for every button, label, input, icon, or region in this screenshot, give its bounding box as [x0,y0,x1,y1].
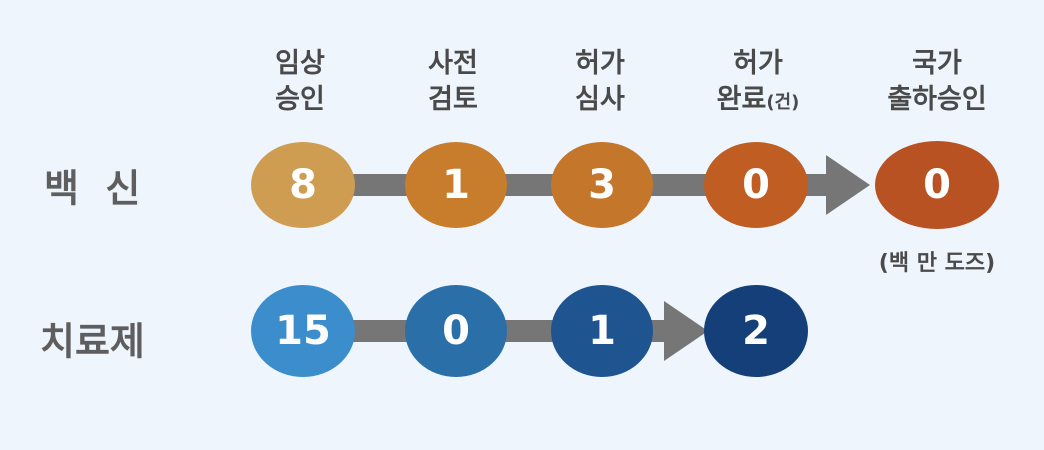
row-label-vaccine: 백 신 [44,166,141,211]
column-header-approval-complete: 허가 완료(건) [716,48,800,115]
column-header-approval-review: 허가 심사 [575,48,625,115]
therapeutic-arrowhead [664,301,708,361]
vaccine-unit-note: (백 만 도즈) [878,251,996,276]
column-header-national-release: 국가 출하승인 [887,48,987,115]
vaccine-node-pre-review: 1 [405,142,507,228]
unit-label: (건) [766,92,800,113]
column-header-clinical-approval: 임상 승인 [275,48,325,115]
vaccine-node-national-release: 0 [875,141,999,229]
vaccine-node-clinical-approval: 8 [251,142,355,228]
vaccine-arrowhead [826,155,870,215]
therapeutic-node-approval-complete: 2 [704,285,808,377]
therapeutic-node-clinical-approval: 15 [251,285,355,377]
vaccine-node-approval-review: 3 [551,142,653,228]
therapeutic-node-approval-review: 1 [551,285,653,377]
therapeutic-node-pre-review: 0 [405,285,507,377]
column-header-pre-review: 사전 검토 [428,48,478,115]
vaccine-node-approval-complete: 0 [704,142,808,228]
row-label-therapeutic: 치료제 [40,319,145,364]
